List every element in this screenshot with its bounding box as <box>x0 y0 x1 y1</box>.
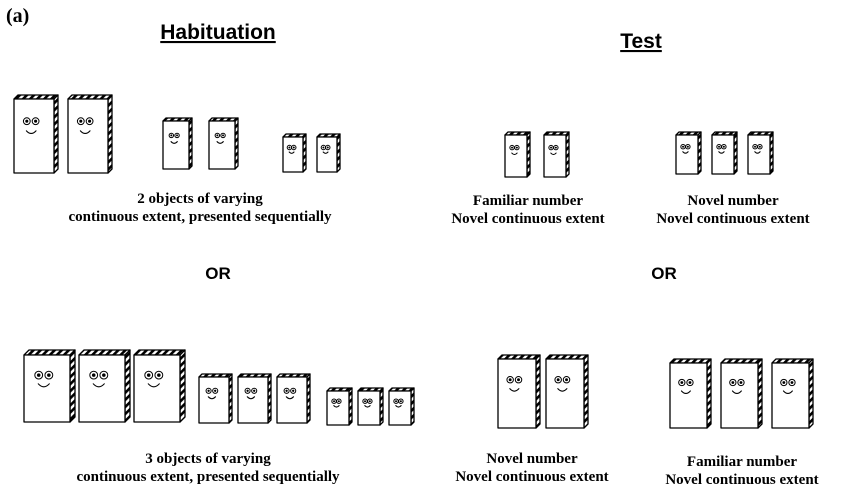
caption-test-bottom-left-line1: Novel number <box>486 451 578 467</box>
hab-3-large-objects <box>23 349 186 423</box>
smiling-box-object <box>497 354 541 429</box>
or-left: OR <box>205 264 231 283</box>
smiling-box-object <box>23 349 76 423</box>
smiling-box-object <box>771 358 814 429</box>
smiling-box-object <box>545 354 589 429</box>
smiling-box-object <box>282 133 307 173</box>
hab-3-small-objects <box>326 387 415 426</box>
smiling-box-object <box>198 373 233 424</box>
smiling-box-object <box>543 131 570 178</box>
caption-test-top-left-line2: Novel continuous extent <box>451 211 604 227</box>
caption-test-top-right-line2: Novel continuous extent <box>656 211 809 227</box>
smiling-box-object <box>747 131 774 175</box>
smiling-box-object <box>720 358 763 429</box>
caption-test-bottom-left-line2: Novel continuous extent <box>455 469 608 485</box>
test-novel-2-objects <box>497 354 589 429</box>
smiling-box-object <box>13 94 59 174</box>
hab-2-large-objects <box>13 94 113 174</box>
smiling-box-object <box>711 131 738 175</box>
hab-2-small-objects <box>282 133 341 173</box>
smiling-box-object <box>237 373 272 424</box>
caption-test-top-right-line1: Novel number <box>687 193 779 209</box>
hab-2-medium-objects <box>162 117 239 170</box>
caption-hab-bottom-line1: 3 objects of varying <box>145 451 271 467</box>
smiling-box-object <box>133 349 186 423</box>
smiling-box-object <box>675 131 702 175</box>
test-familiar-3-objects <box>669 358 814 429</box>
caption-test-bottom-right-line2: Novel continuous extent <box>665 472 818 488</box>
test-novel-3-objects <box>675 131 774 175</box>
smiling-box-object <box>78 349 131 423</box>
caption-hab-top-line2: continuous extent, presented sequentiall… <box>68 209 332 225</box>
caption-hab-bottom-line2: continuous extent, presented sequentiall… <box>76 469 340 485</box>
caption-test-top-left-line1: Familiar number <box>473 193 583 209</box>
smiling-box-object <box>326 387 353 426</box>
smiling-box-object <box>162 117 193 170</box>
smiling-box-object <box>357 387 384 426</box>
panel-label: (a) <box>6 5 29 27</box>
smiling-box-object <box>316 133 341 173</box>
hab-3-medium-objects <box>198 373 311 424</box>
or-right: OR <box>651 264 677 283</box>
objects-layer <box>13 94 814 429</box>
heading-habituation: Habituation <box>160 21 276 44</box>
test-familiar-2-objects <box>504 131 570 178</box>
smiling-box-object <box>504 131 531 178</box>
smiling-box-object <box>67 94 113 174</box>
heading-test: Test <box>620 30 662 53</box>
smiling-box-object <box>276 373 311 424</box>
smiling-box-object <box>388 387 415 426</box>
smiling-box-object <box>208 117 239 170</box>
caption-hab-top-line1: 2 objects of varying <box>137 191 263 207</box>
smiling-box-object <box>669 358 712 429</box>
caption-test-bottom-right-line1: Familiar number <box>687 454 797 470</box>
